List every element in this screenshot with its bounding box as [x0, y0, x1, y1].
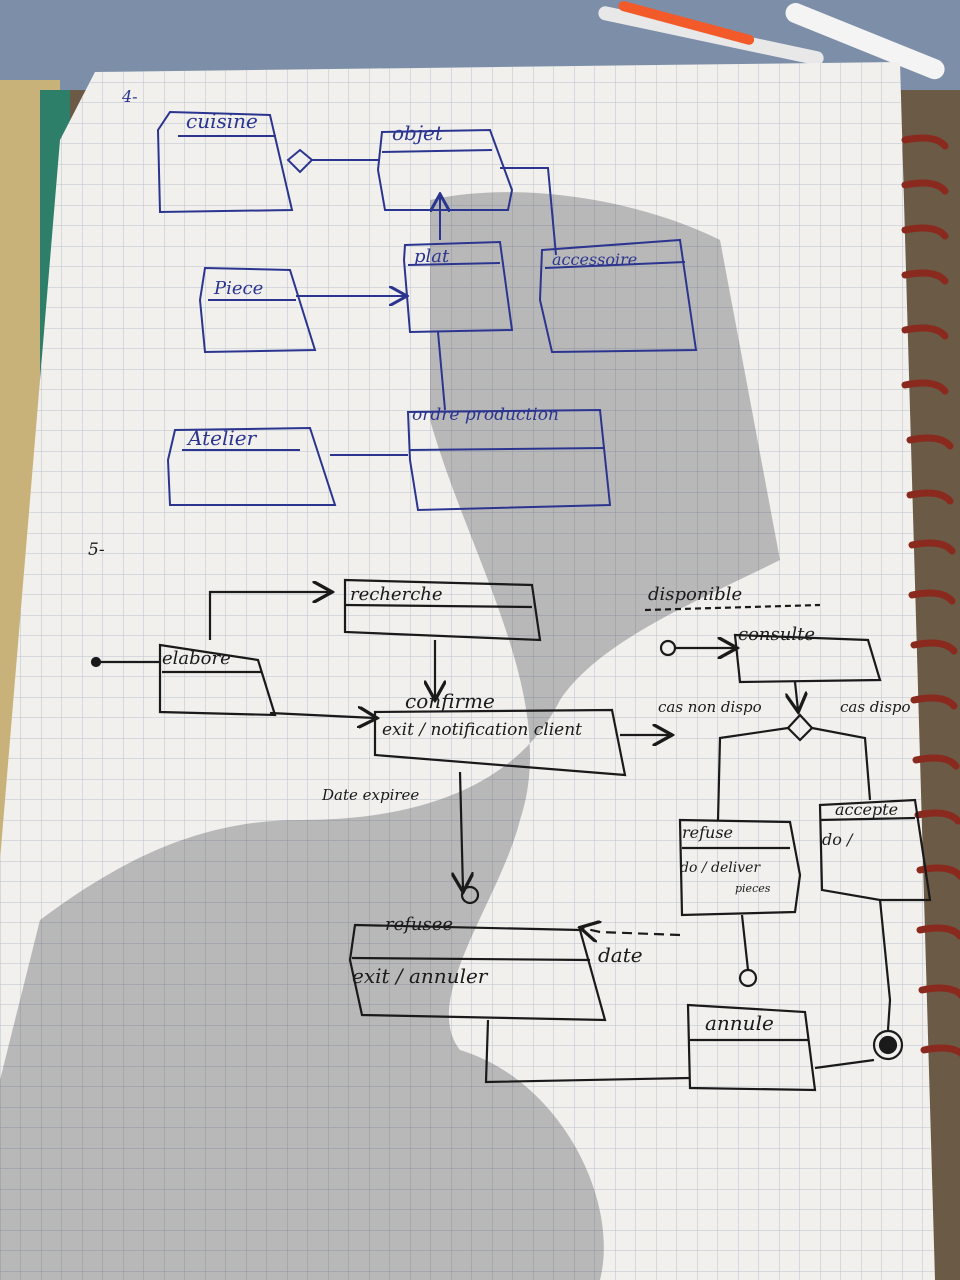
state-annule-label: annule: [705, 1011, 774, 1035]
transition-annule-final: [814, 1058, 875, 1070]
class-piece-label: Piece: [213, 278, 263, 299]
label-date: date: [598, 943, 643, 967]
class-accessoire-label: accessoire: [552, 250, 637, 269]
transition-refuse-annule: [740, 914, 750, 971]
state-refusee: refusee exit / annuler: [348, 885, 607, 1022]
choice-node: [786, 713, 814, 742]
transition-choice-accepte: [811, 726, 872, 801]
state-recherche: recherche: [343, 578, 542, 642]
junction-annule: [738, 968, 758, 988]
class-ordre-label: ordre production: [412, 405, 559, 425]
class-objet-label: objet: [392, 121, 444, 145]
state-elabore-label: elabore: [162, 648, 231, 669]
transition-date: [582, 928, 681, 935]
state-refuse-action: do / deliver: [680, 860, 761, 876]
class-objet: objet: [376, 121, 514, 211]
transition-consulte-choice: [795, 681, 798, 710]
grid-lines: [0, 62, 935, 1280]
state-confirme-action: exit / notification client: [382, 720, 582, 740]
transition-accepte-final: [878, 899, 892, 1031]
state-refusee-label: refusee: [385, 914, 453, 935]
state-accepte-action: do /: [822, 830, 854, 849]
region-disponible-border: [644, 603, 821, 612]
binding-holes: [934, 1104, 950, 1236]
state-consulte-label: consulte: [738, 624, 815, 645]
state-recherche-label: recherche: [350, 584, 443, 605]
junction-refusee: [460, 885, 480, 905]
state-refusee-action: exit / annuler: [352, 964, 489, 988]
state-accepte-label: accepte: [835, 800, 898, 819]
transition-confirme-refusee: [460, 771, 463, 890]
class-piece: Piece: [198, 266, 317, 354]
transition-elabore-recherche: [208, 592, 330, 640]
class-plat-label: plat: [414, 246, 450, 267]
class-atelier-label: Atelier: [186, 426, 258, 450]
state-diagram: 5- elabore recherche confirme exit / not…: [88, 540, 932, 1092]
label-cas-dispo: cas dispo: [840, 698, 911, 716]
section5-number: 5-: [88, 540, 105, 560]
final-state: [872, 1029, 904, 1061]
class-plat: plat: [402, 240, 514, 334]
class-atelier: Atelier: [166, 426, 337, 506]
state-refuse-label: refuse: [682, 823, 733, 842]
transition-choice-refuse: [716, 726, 789, 821]
label-cas-non: cas non dispo: [658, 698, 762, 716]
state-accepte: accepte do /: [818, 798, 932, 902]
state-confirme: confirme exit / notification client: [373, 689, 627, 777]
state-confirme-label: confirme: [405, 689, 495, 713]
transition-refusee-annule: [484, 1019, 691, 1084]
label-pieces: pieces: [735, 882, 771, 895]
class-diagram: 4- cuisine objet plat acc: [121, 87, 698, 512]
assoc-plat-ordre: [437, 331, 446, 411]
class-accessoire: accessoire: [538, 238, 698, 354]
label-date-expiree: Date expiree: [321, 786, 419, 804]
section4-number: 4-: [121, 87, 138, 106]
pens: [598, 1, 945, 80]
inherit-accessoire-line: [500, 167, 557, 256]
class-ordre-production: ordre production: [406, 405, 612, 512]
class-cuisine-label: cuisine: [186, 109, 258, 133]
region-disponible-label: disponible: [648, 584, 742, 605]
state-annule: annule: [686, 1003, 817, 1092]
hand-shadow: [0, 192, 780, 1280]
state-consulte: consulte: [659, 624, 882, 684]
initial-state: [90, 656, 102, 668]
spiral-binding: [901, 134, 960, 1057]
state-elabore: elabore: [158, 643, 277, 717]
class-cuisine: cuisine: [156, 109, 294, 214]
state-refuse: refuse do / deliver: [678, 818, 802, 917]
transition-elabore-confirme: [269, 713, 375, 718]
